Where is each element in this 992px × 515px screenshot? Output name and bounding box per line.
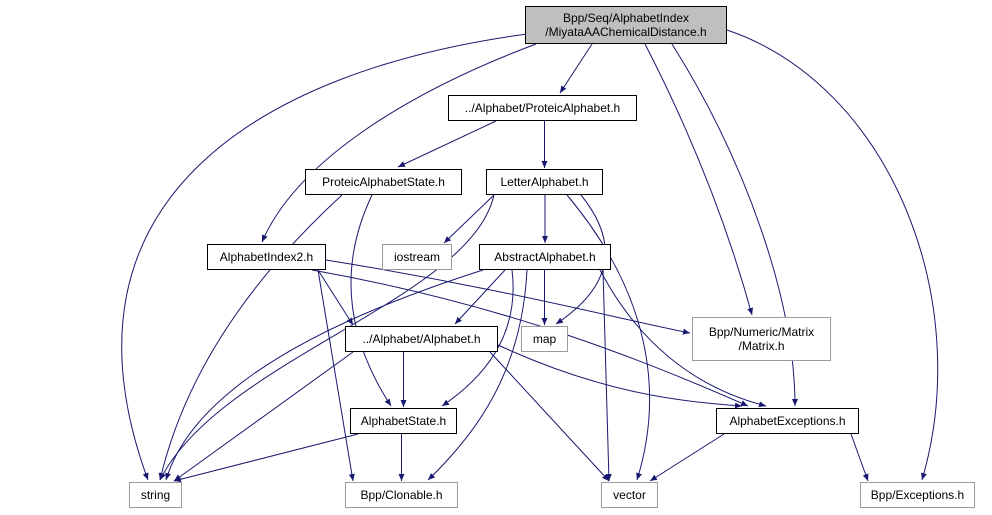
edge-main-to-string xyxy=(121,33,528,481)
node-proteic-alphabet-h[interactable]: ../Alphabet/ProteicAlphabet.h xyxy=(448,95,637,121)
edge-main-to-exceptions xyxy=(726,29,939,481)
edge-abstract_alphabet-to-vector xyxy=(602,269,612,482)
node-letter-alphabet-h[interactable]: LetterAlphabet.h xyxy=(486,169,603,195)
edge-abstract_alphabet-to-alphabet_exceptions xyxy=(599,269,767,408)
node-abstract-alphabet-h[interactable]: AbstractAlphabet.h xyxy=(479,244,611,270)
edge-alphabet_exceptions-to-exceptions xyxy=(850,433,869,482)
edge-letter_alphabet-to-vector xyxy=(566,194,651,481)
node-vector: vector xyxy=(601,482,658,508)
edge-alphabet_state-to-string xyxy=(173,433,359,483)
node-bpp-clonable-h: Bpp/Clonable.h xyxy=(345,482,458,508)
edge-alphabet-to-alphabet_exceptions xyxy=(497,344,743,409)
edge-alphabet_exceptions-to-vector xyxy=(649,433,725,482)
edge-alphabet_index2-to-alphabet_exceptions xyxy=(311,269,749,407)
edge-letter_alphabet-to-string xyxy=(159,194,495,481)
node-bpp-exceptions-h: Bpp/Exceptions.h xyxy=(860,482,975,508)
node-iostream: iostream xyxy=(382,244,452,270)
node-string: string xyxy=(129,482,182,508)
edge-main-to-proteic_alphabet xyxy=(559,43,593,94)
node-miyata-aa-chemical-distance-h: Bpp/Seq/AlphabetIndex /MiyataAAChemicalD… xyxy=(525,6,727,44)
edge-abstract_alphabet-to-alphabet_state xyxy=(441,269,514,407)
node-matrix-h: Bpp/Numeric/Matrix /Matrix.h xyxy=(692,317,831,361)
node-alphabet-exceptions-h[interactable]: AlphabetExceptions.h xyxy=(716,408,859,434)
edge-main-to-alphabet_index2 xyxy=(261,43,537,243)
edge-alphabet_index2-to-clonable xyxy=(317,269,355,482)
edge-main-to-matrix xyxy=(644,43,754,316)
node-alphabet-state-h[interactable]: AlphabetState.h xyxy=(350,408,457,434)
edge-abstract_alphabet-to-string xyxy=(165,269,484,481)
edge-proteic_alphabet_state-to-string xyxy=(158,194,343,481)
edge-proteic_alphabet_state-to-alphabet_state xyxy=(350,194,392,407)
node-proteic-alphabet-state-h[interactable]: ProteicAlphabetState.h xyxy=(305,169,462,195)
edge-alphabet-to-vector xyxy=(489,351,610,482)
edge-alphabet-to-string xyxy=(173,351,354,482)
edge-abstract_alphabet-to-alphabet xyxy=(454,269,506,325)
node-alphabet-index2-h[interactable]: AlphabetIndex2.h xyxy=(207,244,326,270)
edge-proteic_alphabet-to-proteic_alphabet_state xyxy=(397,120,497,168)
edge-alphabet_index2-to-matrix xyxy=(325,259,691,335)
edge-abstract_alphabet-to-clonable xyxy=(427,269,528,481)
node-alphabet-h[interactable]: ../Alphabet/Alphabet.h xyxy=(345,326,498,352)
edge-alphabet_index2-to-alphabet xyxy=(317,269,354,326)
edge-letter_alphabet-to-iostream xyxy=(443,194,495,244)
node-map: map xyxy=(521,326,568,352)
edge-main-to-alphabet_exceptions xyxy=(671,43,798,407)
